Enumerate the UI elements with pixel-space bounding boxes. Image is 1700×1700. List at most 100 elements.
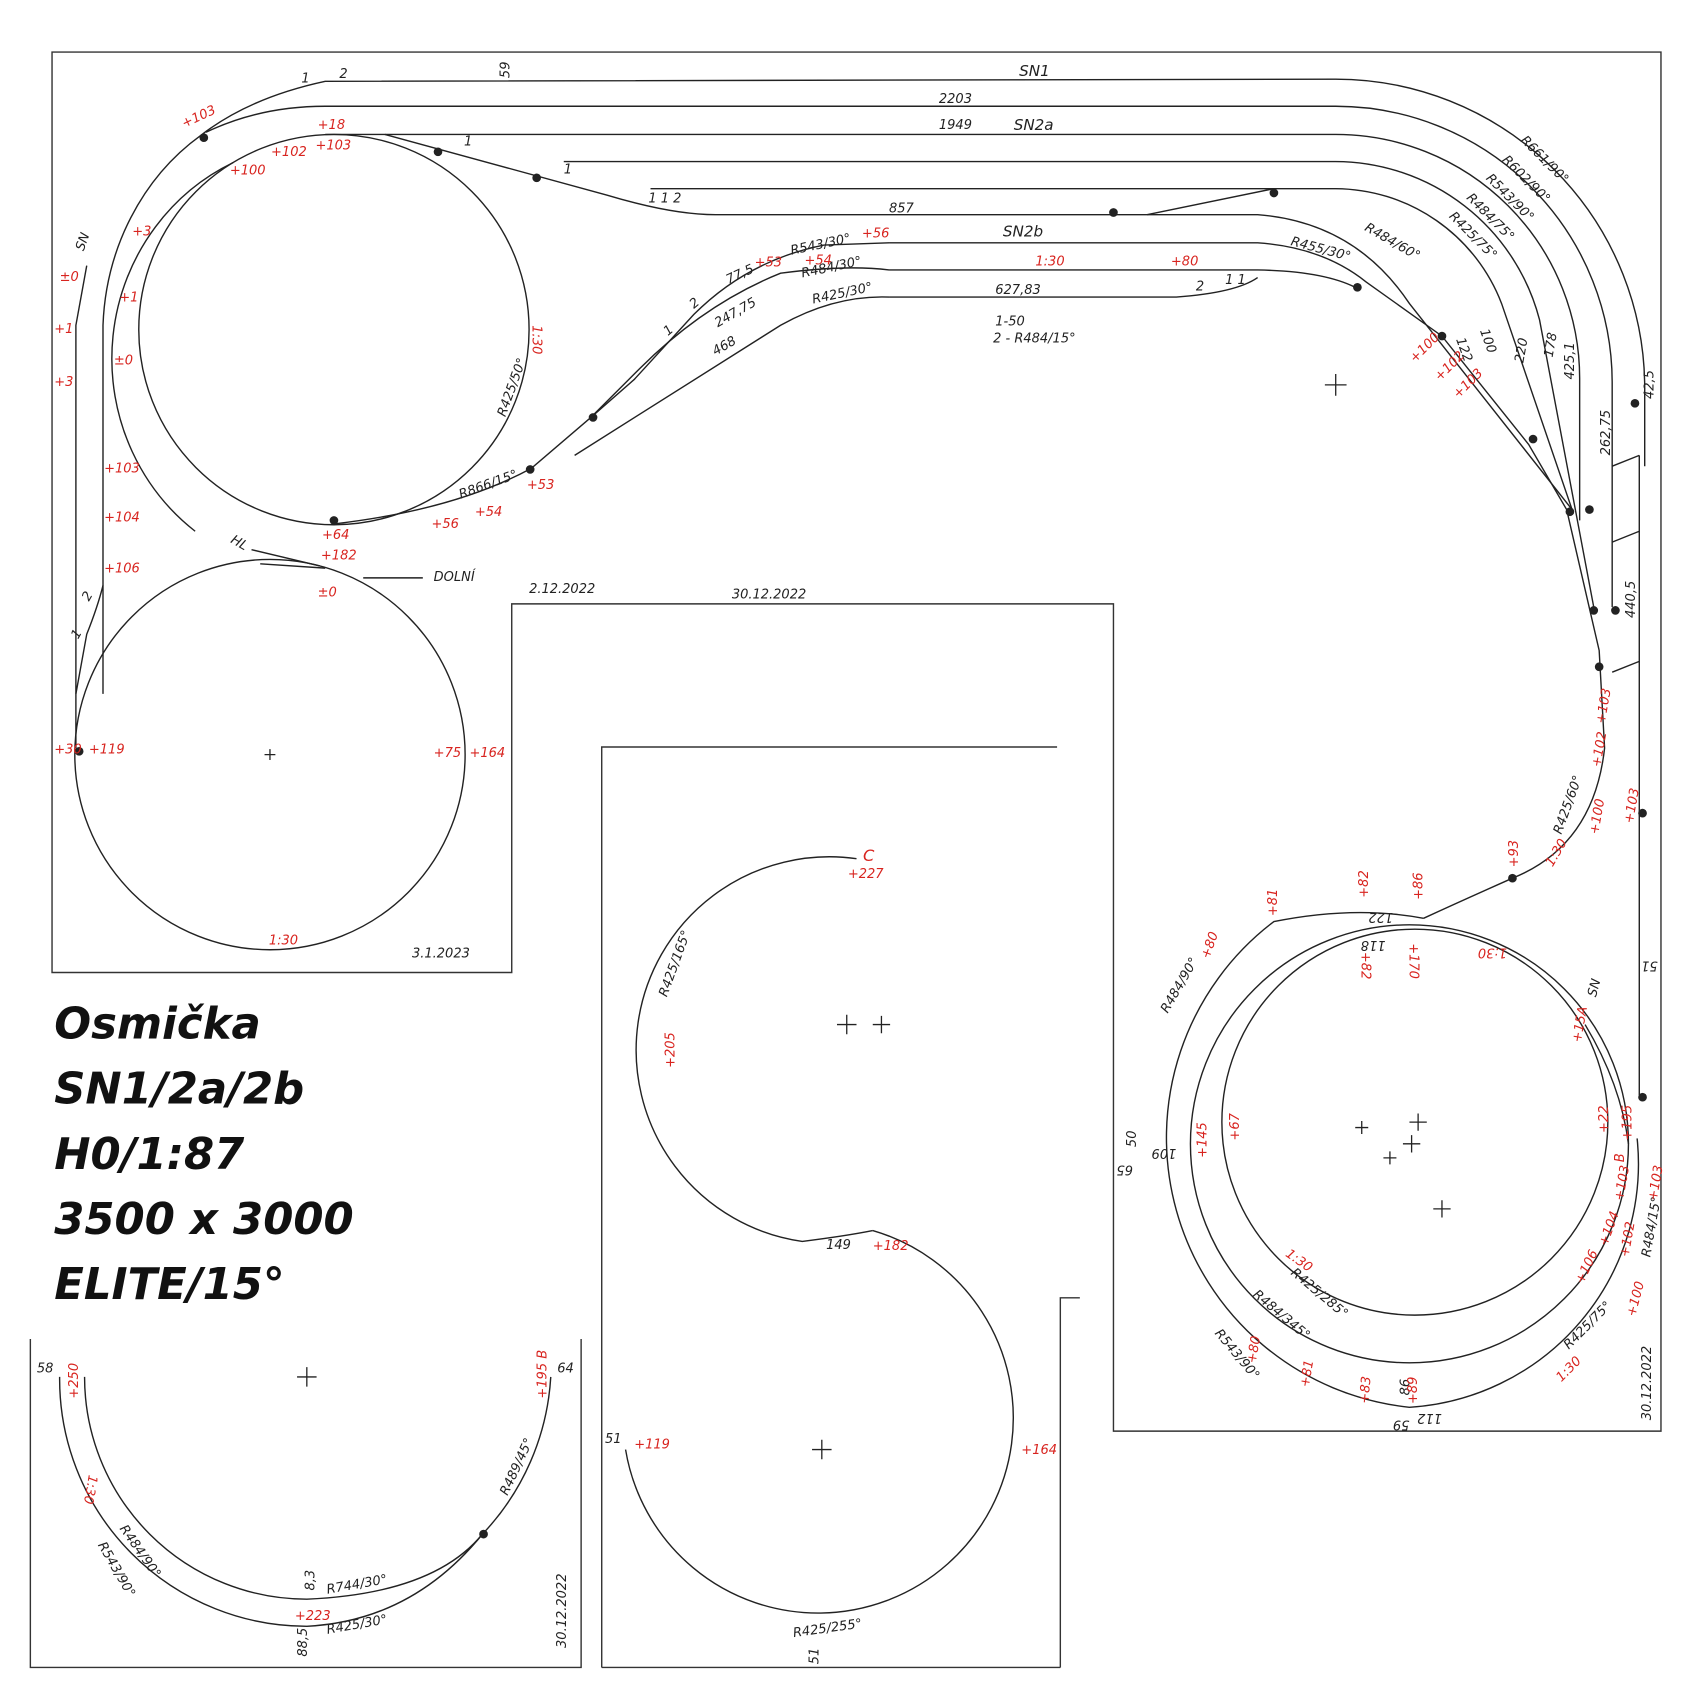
elevation-label: +100 (1407, 330, 1443, 366)
dimension-label: R484/90° (1158, 955, 1202, 1016)
dimension-label: HL (228, 533, 250, 555)
dimension-label: 1 (564, 162, 572, 177)
elevation-label: +119 (634, 1437, 670, 1452)
dimension-label: 1 (69, 627, 86, 642)
elevation-label: +80 (1199, 930, 1222, 961)
dimension-label: 262,75 (1599, 410, 1614, 456)
dimension-label: 30.12.2022 (1640, 1346, 1655, 1420)
elevation-label: +1 (54, 322, 73, 337)
elevation-label: +54 (475, 505, 502, 520)
bottom-left-u-tracks (58, 1376, 552, 1627)
elevation-label: +64 (322, 528, 349, 543)
elevation-label: ±0 (114, 353, 133, 368)
elevation-label: 1:30 (1478, 945, 1507, 960)
dimension-label: R425/165° (656, 928, 694, 998)
title-line: SN1/2a/2b (54, 1065, 304, 1115)
dimension-label: 77,5 (724, 262, 757, 288)
title-line: ELITE/15° (54, 1260, 284, 1310)
elevation-label: +93 (1507, 840, 1522, 867)
elevation-label: +56 (862, 226, 889, 241)
dimension-label: 425,1 (1563, 342, 1578, 379)
elevation-label: +75 (434, 746, 461, 761)
elevation-label: +22 (1597, 1106, 1612, 1133)
elevation-label: +67 (1228, 1112, 1243, 1140)
elevation-label: +53 (527, 478, 554, 493)
elevation-label: +18 (318, 118, 345, 133)
dimension-label: 42,5 (1642, 370, 1657, 399)
dimension-label: R425/75° (1561, 1299, 1615, 1353)
dimension-label: 627,83 (995, 283, 1041, 298)
elevation-label: +170 (1405, 943, 1420, 979)
elevation-label: +104 (104, 510, 140, 525)
right-helix-tracks (1165, 911, 1640, 1408)
station-tracks (200, 78, 1646, 1096)
elevation-label: +103 (1594, 687, 1615, 725)
elevation-label: +119 (89, 743, 125, 758)
dimension-label: SN2b (1003, 222, 1043, 240)
dimension-label: 2 (339, 67, 347, 82)
dimension-label: R484/345° (1250, 1287, 1313, 1343)
dimension-label: 100 (1476, 327, 1499, 355)
left-loop-tracks (75, 134, 423, 749)
elevation-label: +182 (873, 1239, 909, 1254)
dimension-label: 8,3 (303, 1570, 318, 1591)
elevation-label: +103 (1646, 1164, 1667, 1202)
dimension-label: 59 (1393, 1416, 1410, 1431)
elevation-label: +106 (104, 561, 140, 576)
elevation-label: +83 (1357, 1376, 1374, 1405)
elevation-label: 1:30 (269, 933, 298, 948)
elevation-label: +15A (1570, 1005, 1591, 1043)
elevation-label: ±0 (60, 270, 79, 285)
elevation-label: +104 (1596, 1209, 1622, 1248)
elevation-labels: +103+18+103+102+100+3+1±0±0+1+3+103+104+… (54, 103, 1667, 1624)
dimension-label: 65 (1116, 1161, 1133, 1176)
helix-lower-circle (74, 558, 466, 951)
dimension-label: R425/60° (1551, 773, 1586, 836)
elevation-label: +103 (104, 462, 140, 477)
elevation-label: +82 (1357, 870, 1372, 897)
dimension-label: 50 (1125, 1131, 1140, 1148)
elevation-label: +82 (1358, 952, 1373, 979)
elevation-label: B (1613, 1153, 1628, 1162)
dimension-label: R425/50° (495, 356, 530, 419)
board-outline-middle (601, 746, 1080, 1669)
dimension-label: 51 (808, 1648, 823, 1665)
elevation-label: +205 (663, 1032, 678, 1068)
dimension-label: R425/30° (326, 1612, 389, 1637)
elevation-label: +195 (1621, 1105, 1636, 1141)
elevation-label: +100 (1624, 1280, 1648, 1318)
dimension-label: 1 1 2 (648, 192, 681, 207)
elevation-label: +182 (321, 548, 357, 563)
dimension-label: 109 (1152, 1145, 1177, 1160)
dimension-label: 30.12.2022 (732, 587, 806, 602)
dimension-label: 59 (499, 62, 514, 79)
dimension-label: SN (73, 231, 93, 253)
dimension-label: 88,5 (296, 1628, 311, 1657)
title-line: 3500 x 3000 (54, 1195, 354, 1245)
elevation-label: +102 (271, 145, 307, 160)
dimension-label: 86 (1398, 1379, 1413, 1396)
dimension-label: 58 (37, 1362, 54, 1377)
dimension-label: 51 (1641, 958, 1658, 973)
elevation-label: +89 (1406, 1377, 1421, 1404)
dimension-label: R425/285° (1288, 1265, 1351, 1321)
dimension-label: DOLNÍ (434, 569, 476, 585)
dimension-label: SN1 (1019, 62, 1050, 80)
elevation-label: 1:30 (1553, 1354, 1584, 1385)
dimension-label: 2 (79, 589, 96, 604)
dimension-label: 118 (1361, 937, 1386, 952)
elevation-label: 1:30 (528, 325, 543, 354)
dimension-label: 1 1 (1225, 273, 1246, 288)
elevation-label: +1 (119, 290, 138, 305)
centre-marks (264, 374, 1451, 1460)
dimension-label: 1-50 (995, 314, 1025, 329)
dimension-label: 30.12.2022 (555, 1574, 570, 1648)
elevation-label: +56 (432, 517, 459, 532)
elevation-label: +164 (469, 746, 505, 761)
dimension-label: 51 (605, 1432, 622, 1447)
dimension-label: 149 (826, 1238, 851, 1253)
elevation-label: +102 (1618, 1221, 1639, 1259)
dimension-label: 220 (1512, 337, 1531, 364)
s-curve-tracks (624, 856, 1014, 1614)
